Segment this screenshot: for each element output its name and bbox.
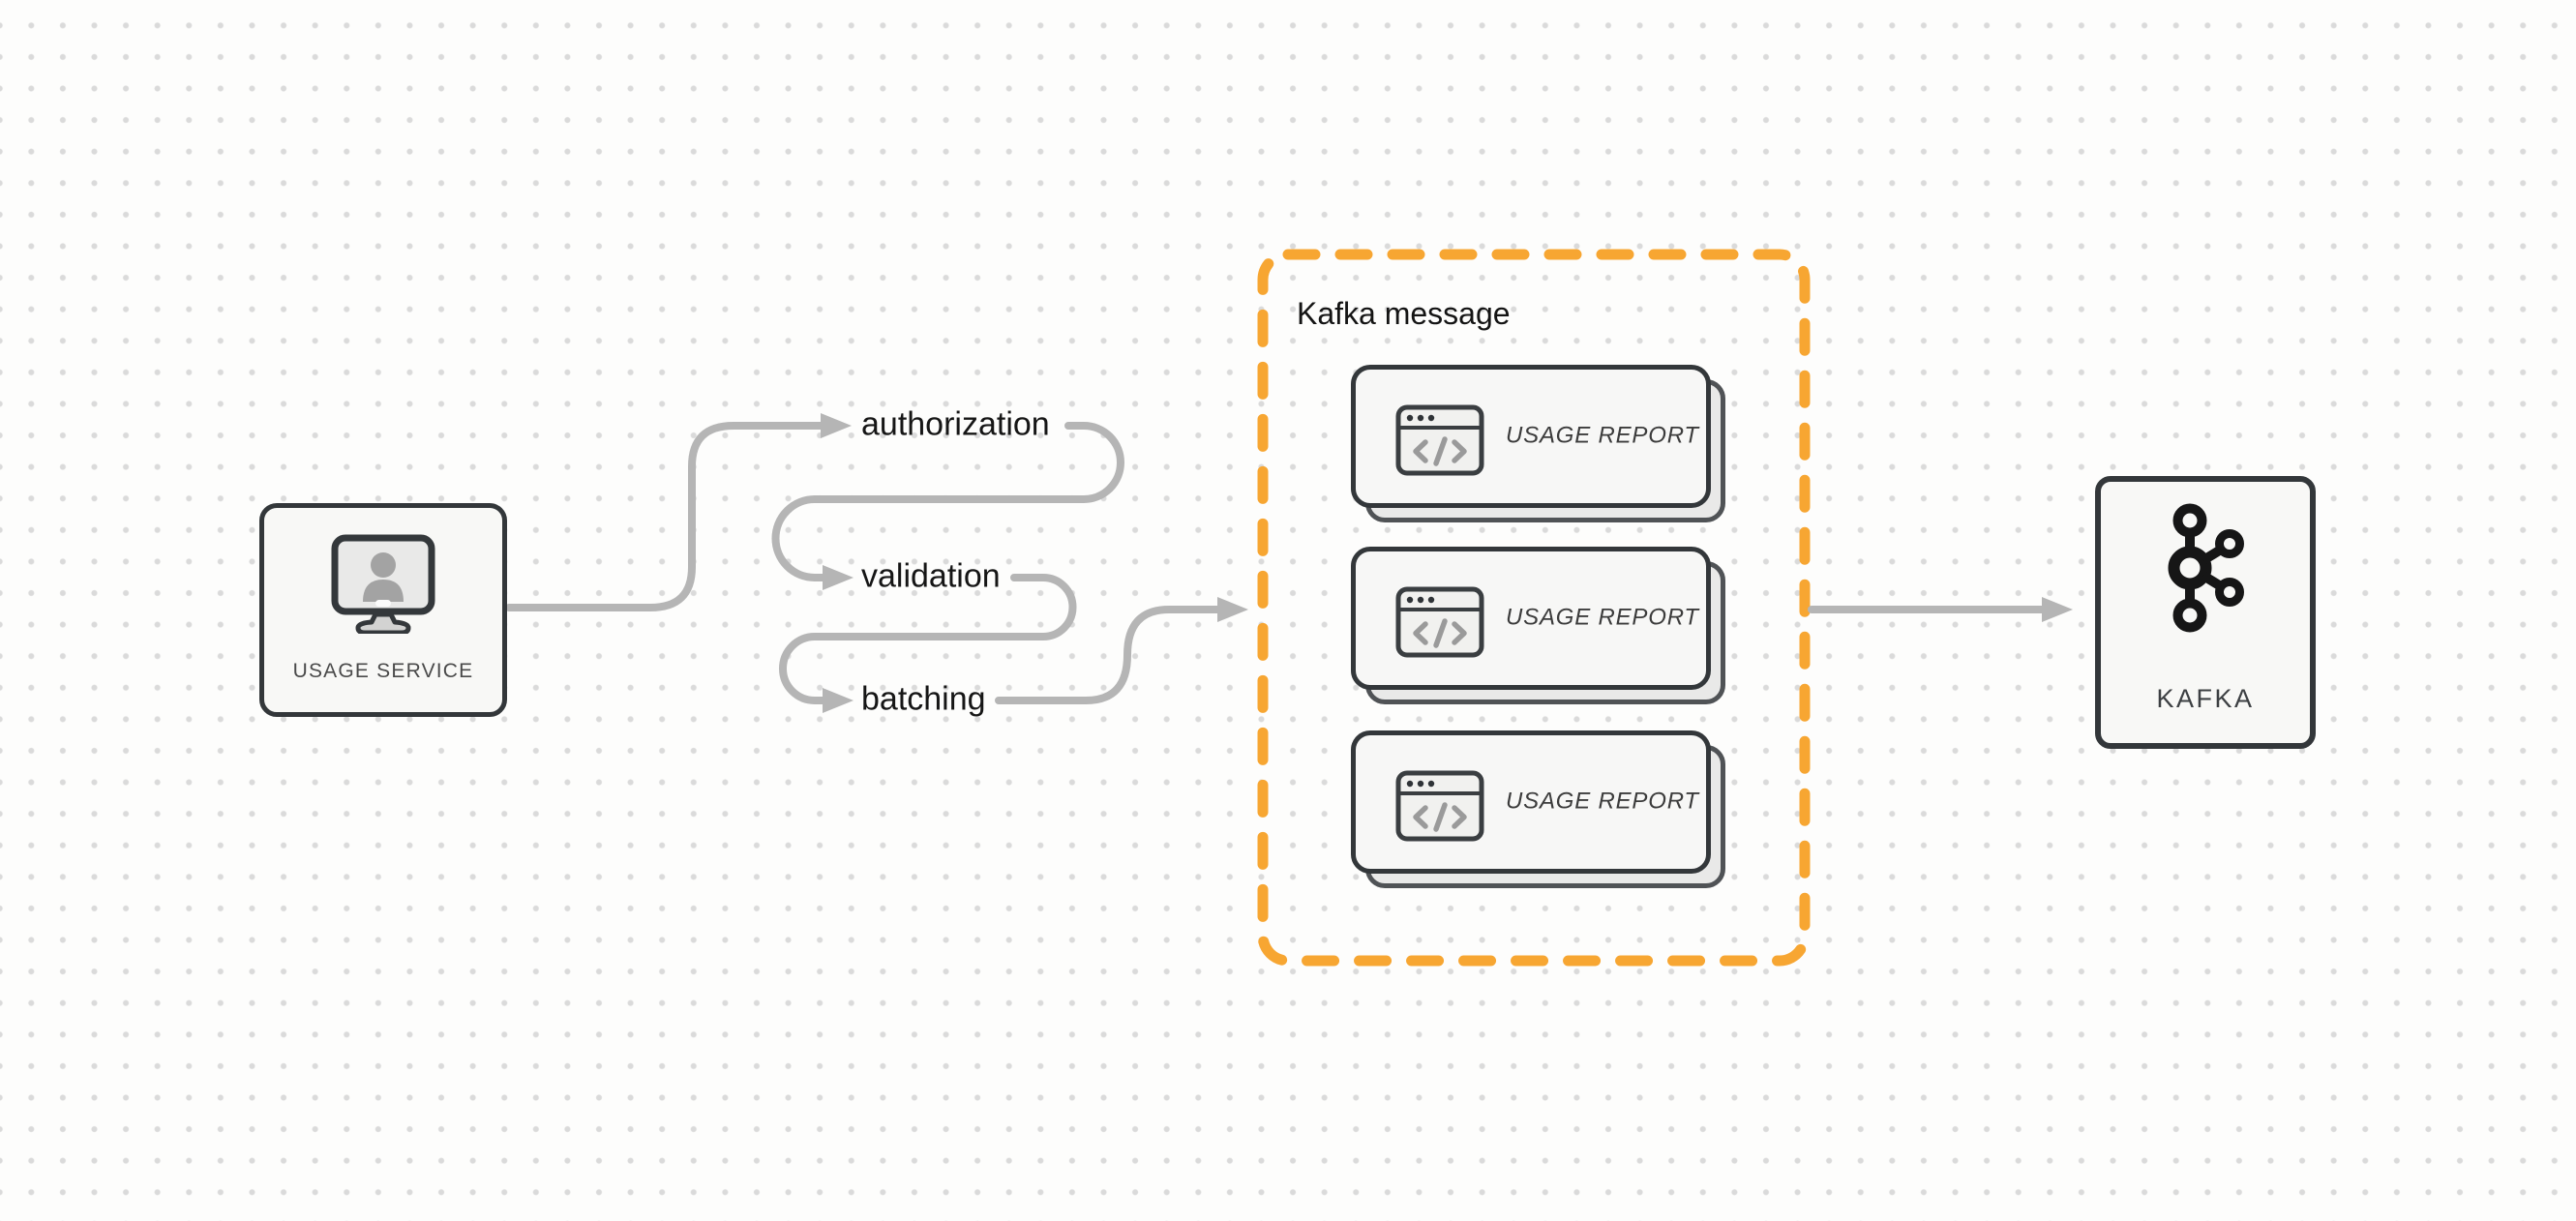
- usage-report-card[interactable]: USAGE REPORT: [1351, 365, 1725, 522]
- flow-step-validation: validation: [861, 557, 1001, 595]
- usage-report-card[interactable]: USAGE REPORT: [1351, 547, 1725, 704]
- usage-report-card[interactable]: USAGE REPORT: [1351, 730, 1725, 888]
- kafka-label: KAFKA: [2156, 684, 2255, 713]
- kafka-message-group-title: Kafka message: [1297, 295, 1511, 331]
- usage-service-label: USAGE SERVICE: [292, 660, 474, 682]
- arrow-usage-service-to-authorization: [505, 413, 852, 611]
- flow-step-batching: batching: [861, 680, 986, 718]
- usage-report-label: USAGE REPORT: [1506, 788, 1699, 815]
- usage-service-node[interactable]: USAGE SERVICE: [259, 503, 507, 717]
- loop-validation-to-batching: [779, 574, 1077, 713]
- arrow-batching-to-kafka-message: [995, 597, 1248, 704]
- monitor-user-icon: [331, 534, 435, 634]
- kafka-node[interactable]: KAFKA: [2095, 476, 2316, 749]
- code-window-icon: [1395, 586, 1484, 658]
- kafka-message-group-border: [1257, 249, 1811, 967]
- usage-report-label: USAGE REPORT: [1506, 422, 1699, 449]
- code-window-icon: [1395, 770, 1484, 842]
- loop-authorization-to-validation: [771, 422, 1124, 590]
- code-window-icon: [1395, 404, 1484, 476]
- kafka-logo-icon: [2168, 503, 2244, 633]
- usage-report-label: USAGE REPORT: [1506, 604, 1699, 631]
- flow-step-authorization: authorization: [861, 405, 1050, 443]
